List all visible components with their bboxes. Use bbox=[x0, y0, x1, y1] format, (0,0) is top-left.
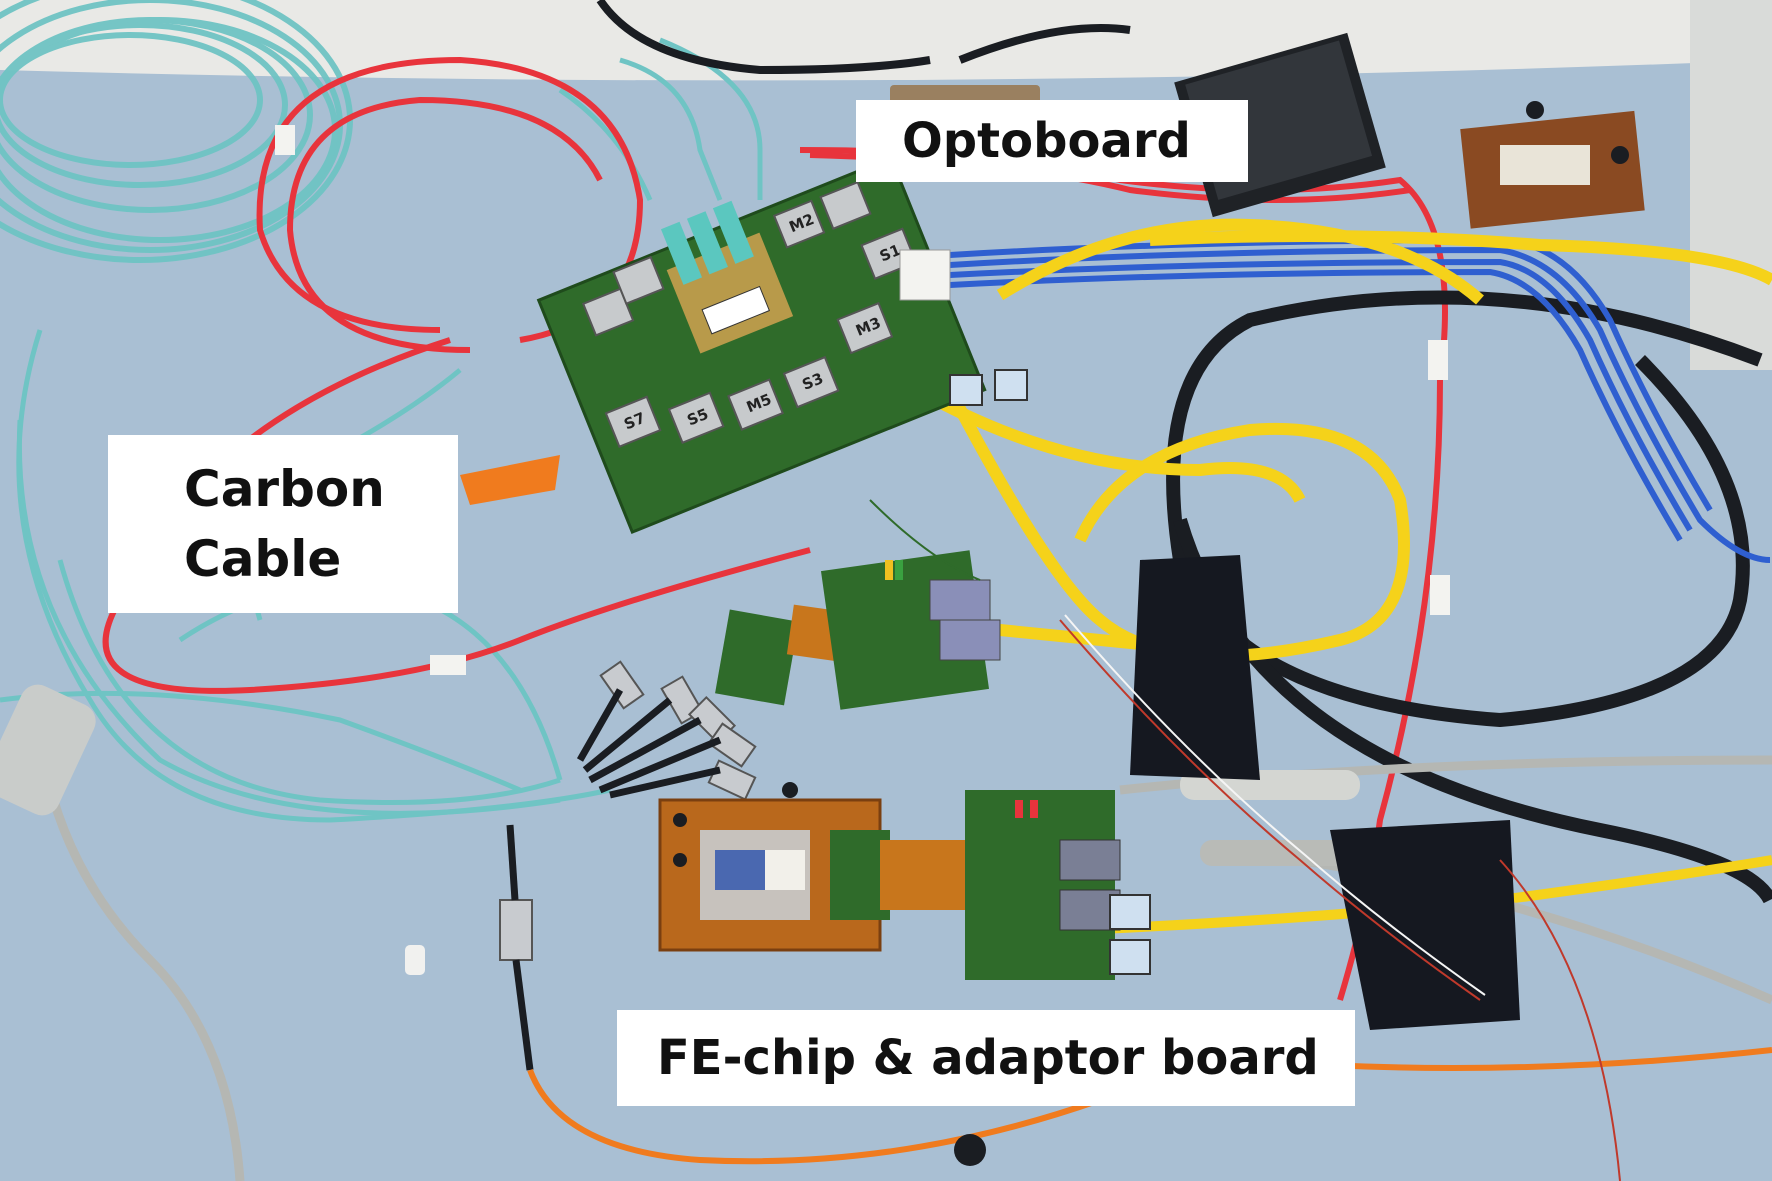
cable-tags bbox=[275, 125, 1450, 675]
white-cap bbox=[405, 945, 425, 975]
fe-chip-adaptor-label: FE-chip & adaptor board bbox=[617, 1010, 1355, 1106]
fiber-connector-icon bbox=[499, 660, 757, 961]
carbon-cable-label: Carbon Cable bbox=[108, 435, 458, 613]
yellow-ethernet-cables bbox=[896, 218, 1772, 935]
optoboard-label: Optoboard bbox=[856, 100, 1248, 182]
fiber-boots bbox=[506, 688, 722, 1071]
ethernet-plug-icon bbox=[949, 369, 1151, 975]
orange-cap bbox=[460, 455, 560, 505]
probe-connector bbox=[0, 684, 96, 816]
power-connector bbox=[899, 249, 951, 301]
black-tape-icon bbox=[1130, 555, 1260, 780]
small-module-board bbox=[1460, 101, 1645, 229]
lower-adaptor-board bbox=[830, 790, 1121, 980]
black-cap bbox=[954, 1134, 986, 1166]
adaptor-board-icon bbox=[715, 550, 1001, 710]
optoboard-pcb: S7 S5 M5 S3 M3 S1 M2 bbox=[536, 155, 987, 534]
